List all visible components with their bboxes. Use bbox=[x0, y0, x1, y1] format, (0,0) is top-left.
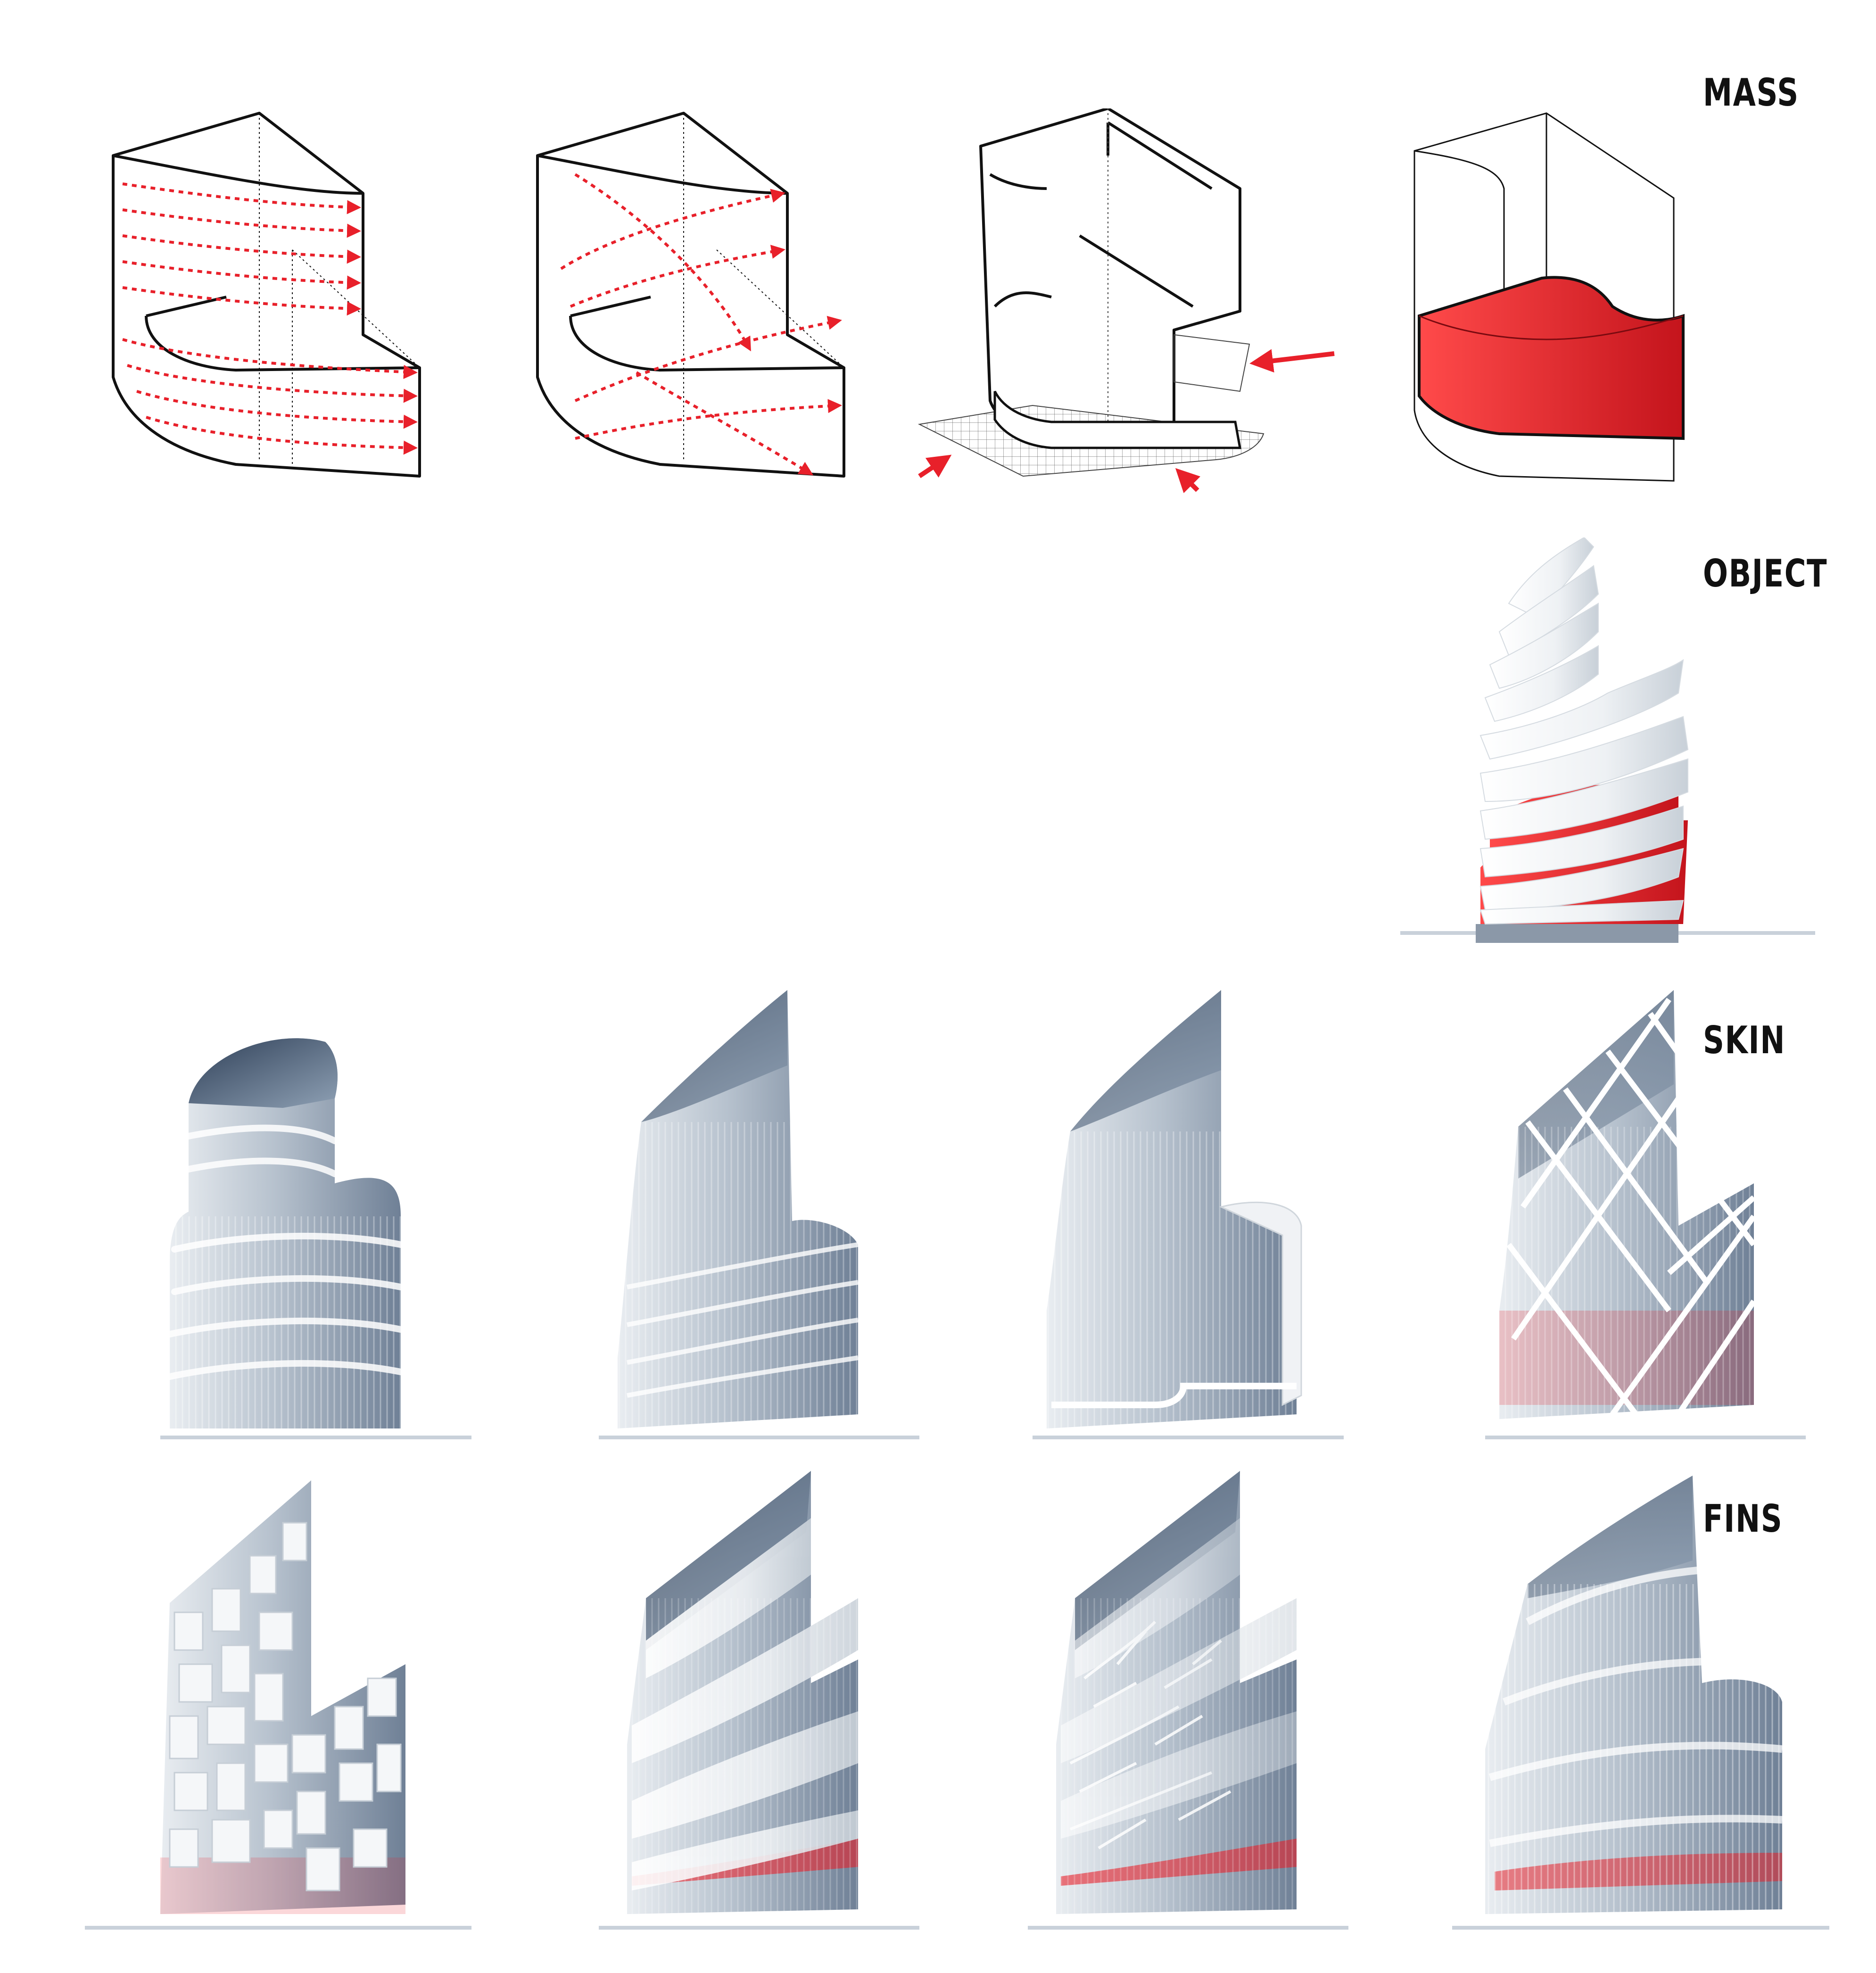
mass-diagram-section bbox=[910, 108, 1358, 500]
section-label-object: OBJECT bbox=[1703, 552, 1828, 595]
section-label-fins: FINS bbox=[1703, 1497, 1783, 1541]
fins-render-3 bbox=[1014, 1461, 1363, 1942]
object-tower-render bbox=[1396, 537, 1820, 971]
skin-render-2 bbox=[585, 981, 934, 1452]
fins-render-1 bbox=[75, 1471, 481, 1942]
fins-render-2 bbox=[585, 1461, 934, 1942]
skin-render-1 bbox=[141, 1028, 490, 1452]
mass-diagram-diagonals bbox=[519, 94, 858, 490]
fins-render-4 bbox=[1447, 1466, 1834, 1942]
section-label-mass: MASS bbox=[1703, 71, 1799, 115]
skin-render-4 bbox=[1471, 981, 1820, 1452]
red-volume-shape bbox=[1418, 276, 1685, 440]
skin-render-3 bbox=[1014, 981, 1363, 1452]
mass-diagram-red-volume bbox=[1405, 104, 1716, 500]
section-label-skin: SKIN bbox=[1703, 1018, 1785, 1062]
mass-diagram-flow bbox=[94, 94, 434, 490]
